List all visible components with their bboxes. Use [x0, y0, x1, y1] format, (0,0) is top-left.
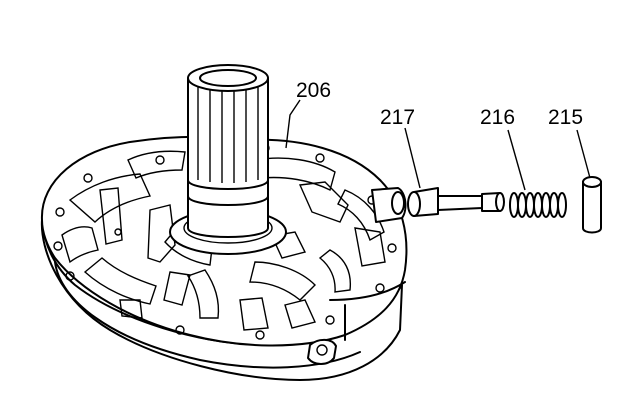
valve-217 [407, 187, 505, 217]
callout-217: 217 [380, 106, 415, 129]
pin-215 [582, 176, 602, 234]
leader-lines [285, 99, 591, 191]
stator-shaft [169, 64, 287, 255]
spring-216 [509, 192, 567, 218]
leader-206 [285, 99, 301, 149]
callout-206: 206 [296, 79, 331, 102]
leader-217 [404, 127, 421, 189]
callout-215: 215 [548, 106, 583, 129]
leader-216 [507, 129, 526, 191]
leader-215 [576, 129, 591, 179]
callout-216: 216 [480, 106, 515, 129]
